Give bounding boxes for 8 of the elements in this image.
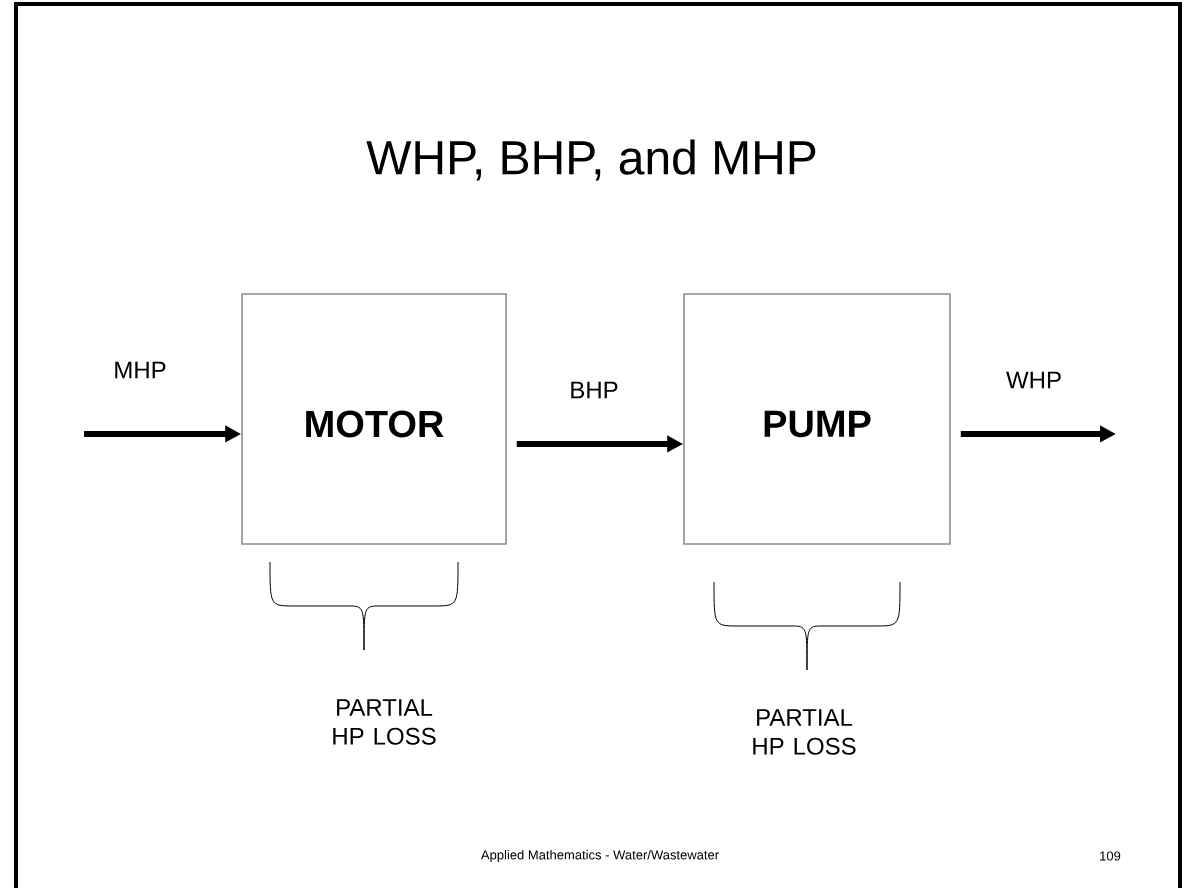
process-box: MOTOR <box>241 293 507 545</box>
partial-loss-label: PARTIAL HP LOSS <box>753 709 856 755</box>
edge-label: WHP <box>1006 371 1061 389</box>
edge-label: MHP <box>115 361 166 379</box>
partial-loss-label: PARTIAL HP LOSS <box>333 699 436 745</box>
edge-label: BHP <box>571 381 618 399</box>
process-box: PUMP <box>683 293 951 545</box>
title: WHP, BHP, and MHP <box>366 139 816 181</box>
